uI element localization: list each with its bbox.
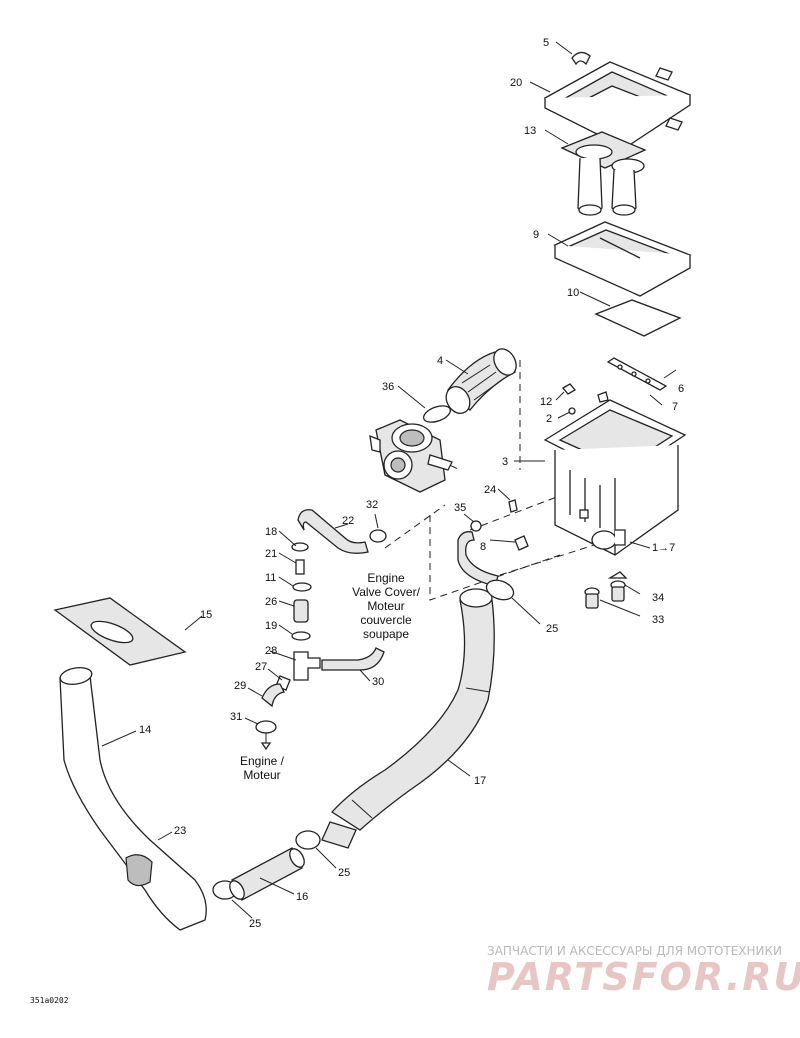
callout-11: 11 <box>265 572 276 584</box>
callout-29: 29 <box>234 680 246 692</box>
callout-9: 9 <box>533 229 539 241</box>
pad-15-part <box>53 597 187 666</box>
callout-36: 36 <box>382 381 394 393</box>
svg-text:Valve Cover/: Valve Cover/ <box>352 585 420 599</box>
callout-25a: 25 <box>546 623 558 635</box>
fasteners-group <box>470 383 609 551</box>
svg-text:soupape: soupape <box>363 627 409 641</box>
callout-8: 8 <box>480 541 486 553</box>
callout-20: 20 <box>510 77 522 89</box>
callout-19: 19 <box>265 620 277 632</box>
filter-cover-part <box>543 61 692 149</box>
callout-27: 27 <box>255 661 267 673</box>
callout-14: 14 <box>139 724 151 736</box>
callout-7: 7 <box>672 401 678 413</box>
watermark-logo: PARTSFOR.RU <box>487 955 800 999</box>
callout-30: 30 <box>372 676 384 688</box>
callout-25b: 25 <box>338 867 350 879</box>
callout-2: 2 <box>546 413 552 425</box>
callout-31: 31 <box>230 711 242 723</box>
callout-4: 4 <box>437 355 443 367</box>
callout-16: 16 <box>296 891 308 903</box>
engine-note: Engine / Moteur <box>240 754 285 782</box>
callout-17: 17 <box>474 775 486 787</box>
callout-26: 26 <box>265 596 277 608</box>
breather-hose-assembly <box>255 509 387 751</box>
clamps-25-group <box>212 579 515 900</box>
callout-18: 18 <box>265 526 277 538</box>
intake-boot-part <box>445 348 517 414</box>
intake-funnels-part <box>560 131 647 216</box>
svg-text:couvercle: couvercle <box>360 613 412 627</box>
bracket-part <box>606 357 677 391</box>
hose-17-part <box>321 588 495 849</box>
throttle-body-part <box>369 419 453 493</box>
leader-lines <box>101 41 663 919</box>
filter-frame-part <box>553 221 692 297</box>
callout-6: 6 <box>678 383 684 395</box>
callout-22: 22 <box>342 515 354 527</box>
callout-3: 3 <box>502 456 508 468</box>
callout-34: 34 <box>652 592 664 604</box>
valve-cover-note: Engine Valve Cover/ Moteur couvercle sou… <box>352 571 420 641</box>
clamp-36-part <box>422 405 452 423</box>
callout-12: 12 <box>540 396 552 408</box>
callout-23: 23 <box>174 825 186 837</box>
callout-25c: 25 <box>249 918 261 930</box>
callout-33: 33 <box>652 614 664 626</box>
svg-text:Moteur: Moteur <box>243 768 280 782</box>
callout-13: 13 <box>524 125 536 137</box>
callout-10: 10 <box>567 287 579 299</box>
svg-text:Engine /: Engine / <box>240 754 285 768</box>
svg-text:Engine: Engine <box>367 571 405 585</box>
callout-21: 21 <box>265 548 277 560</box>
callout-32: 32 <box>366 499 378 511</box>
callout-5: 5 <box>543 37 549 49</box>
duct-14-part <box>59 666 207 931</box>
callout-1-7: 1→7 <box>652 542 675 554</box>
watermark-tagline: ЗАПЧАСТИ И АКСЕССУАРЫ ДЛЯ МОТОТЕХНИКИ <box>487 944 782 958</box>
svg-text:Moteur: Moteur <box>367 599 404 613</box>
assembly-dashed-lines <box>384 360 611 601</box>
hose-16-part <box>229 847 305 901</box>
grommets-33-34 <box>584 571 628 609</box>
air-box-part <box>543 399 687 556</box>
callout-35: 35 <box>454 502 466 514</box>
filter-element-part <box>594 299 682 337</box>
callout-24: 24 <box>484 484 496 496</box>
callout-28: 28 <box>265 645 277 657</box>
clip-part <box>571 51 591 66</box>
drawing-code: 351a0202 <box>30 996 69 1005</box>
watermark: ЗАПЧАСТИ И АКСЕССУАРЫ ДЛЯ МОТОТЕХНИКИ PA… <box>487 944 800 999</box>
callout-numbers: 5 20 13 9 10 4 6 36 12 7 2 3 24 32 18 22… <box>139 37 684 930</box>
callout-15: 15 <box>200 609 212 621</box>
hose-35-part <box>457 531 499 587</box>
